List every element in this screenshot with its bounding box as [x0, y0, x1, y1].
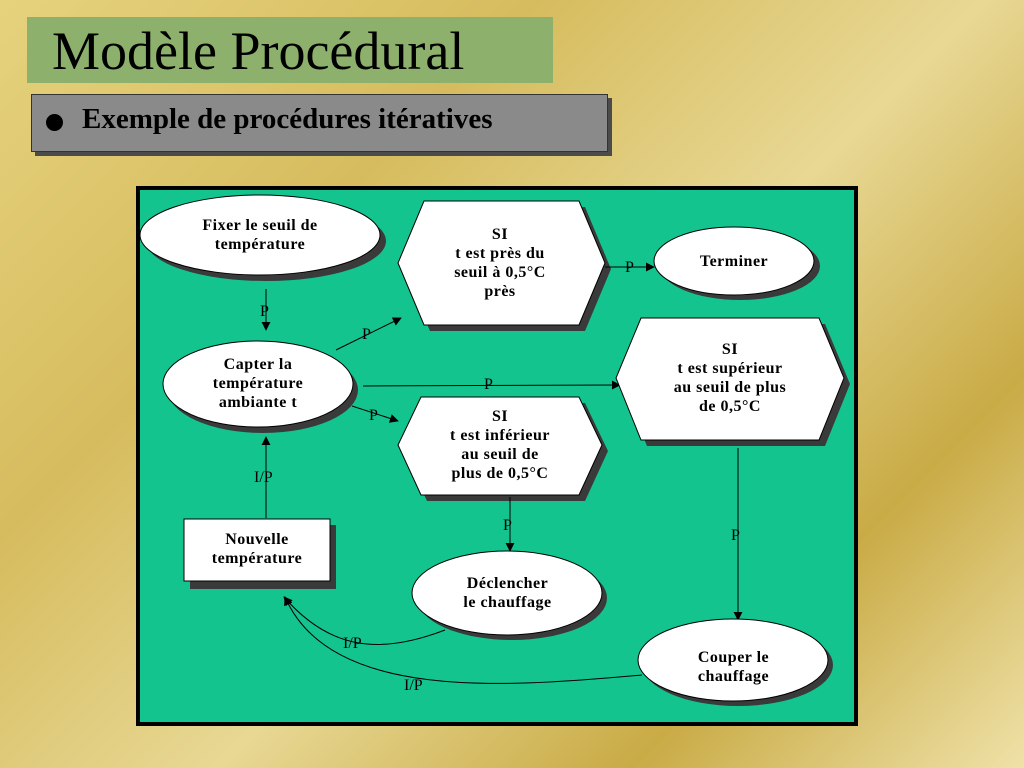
- node-capter: Capter la température ambiante t: [212, 355, 304, 411]
- node-nouvelle-shape: [183, 518, 331, 582]
- node-si-sup-shape: [615, 317, 845, 441]
- label-capter-sisup: P: [484, 376, 493, 393]
- label-declencher-nouvelle: I/P: [343, 635, 362, 652]
- bullet-dot-icon: [46, 114, 63, 131]
- label-capter-siinf: P: [369, 407, 378, 424]
- node-shapes: [139, 194, 845, 702]
- connector-lines: [261, 262, 743, 684]
- node-si-pres-shape: [397, 200, 606, 326]
- label-sisup-couper: P: [731, 527, 740, 544]
- bullet-text: Exemple de procédures itératives: [82, 103, 493, 135]
- label-couper-nouvelle: I/P: [404, 677, 423, 694]
- node-couper-shape: [637, 618, 829, 702]
- arrow-declencher-nouvelle: [283, 596, 446, 645]
- slide-title: Modèle Procédural: [52, 21, 465, 81]
- node-fixer-shape: [139, 194, 381, 276]
- node-terminer: Terminer: [699, 252, 769, 270]
- label-siinf-declencher: P: [503, 517, 512, 534]
- node-nouvelle-temperature: Nouvelle température: [211, 531, 303, 567]
- node-declencher: Déclencher le chauffage: [463, 575, 552, 611]
- node-terminer-shape: [653, 226, 815, 296]
- node-fixer-seuil: Fixer le seuil de température: [202, 217, 318, 253]
- label-nouvelle-capter: I/P: [254, 469, 273, 486]
- node-si-inf-shape: [397, 396, 603, 496]
- arrow-couper-nouvelle: [284, 596, 643, 684]
- arrow-capter-sipres: [335, 317, 402, 351]
- node-declencher-shape: [411, 550, 603, 636]
- node-si-inferieur: SI t est inférieur au seuil de plus de 0…: [450, 408, 550, 482]
- label-fixer-capter: P: [260, 303, 269, 320]
- node-si-superieur: SI t est supérieur au seuil de plus de 0…: [673, 341, 787, 415]
- arrow-capter-sisup: [362, 380, 621, 390]
- label-sipres-terminer: P: [625, 259, 634, 276]
- arrow-capter-siinf: [351, 405, 399, 423]
- bullet-box: [31, 94, 608, 152]
- node-si-pres: SI t est près du seuil à 0,5°C près: [454, 226, 546, 300]
- label-capter-sipres: P: [362, 326, 371, 343]
- slide-title-background: [27, 17, 553, 83]
- node-couper: Couper le chauffage: [697, 649, 770, 685]
- node-capter-shape: [162, 340, 354, 428]
